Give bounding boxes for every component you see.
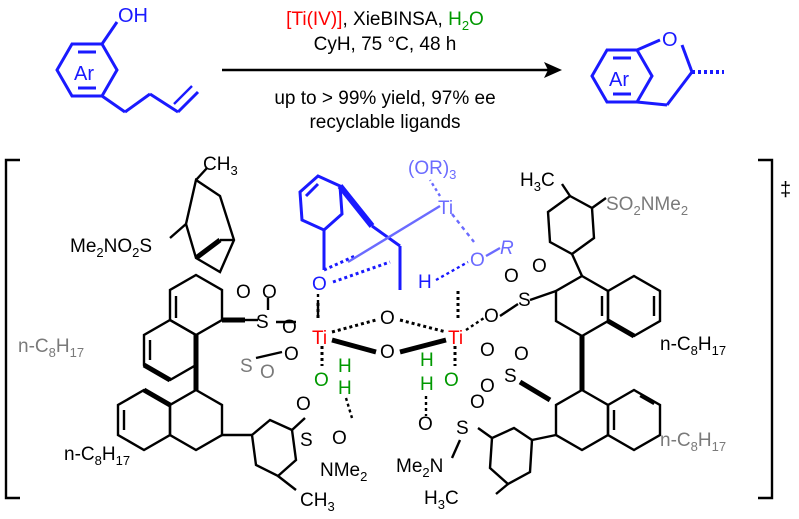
alkoxide-r-bond: [485, 246, 501, 258]
ti-right-center: Ti: [448, 328, 463, 349]
right-o-upper-1: O: [504, 266, 519, 287]
ts-substrate: [298, 174, 402, 290]
right-lower-octyl-label: n-C8H17: [660, 430, 726, 454]
left-lower-o2: O: [332, 428, 347, 449]
ts-substrate-o: O: [312, 274, 327, 295]
ti-alkoxide-label: Ti: [438, 198, 453, 219]
conditions-line-4: recyclable ligands: [309, 112, 460, 133]
right-upper-naphthyl: [529, 274, 662, 390]
left-ch3-label: CH3: [203, 154, 238, 178]
reaction-arrowhead: [544, 62, 562, 78]
ti-core-bonds: [316, 288, 460, 366]
ti-left-center: Ti: [312, 328, 327, 349]
left-upper-naphthyl: [142, 273, 245, 390]
left-me2no2s-label: Me2NO2S: [70, 236, 152, 260]
conditions-line-3: up to > 99% yield, 97% ee: [274, 88, 495, 109]
left-o-ti-1: O: [282, 317, 297, 338]
left-s-lower: S: [240, 356, 253, 377]
right-o-lower-1: O: [480, 376, 495, 397]
left-sulfonate-upper: [245, 298, 296, 324]
right-lower-s-n-bond: [450, 439, 462, 459]
water-left-h2: H: [338, 378, 352, 399]
ti-or-bond: [451, 213, 475, 243]
right-upper-aryl: [546, 183, 607, 277]
product-oxygen-label: O: [662, 29, 678, 51]
ti-or3-bond: [428, 179, 442, 197]
right-s-upper: S: [518, 290, 531, 311]
product-ring-label: Ar: [609, 69, 629, 91]
left-o-ti-2: O: [284, 344, 299, 365]
left-lower-naphthyl: [116, 387, 252, 452]
ts-ti-bond-to-alkene: [347, 204, 441, 264]
right-h3c-label: H3C: [520, 170, 555, 194]
water-right-h2: H: [420, 374, 434, 395]
right-o-ti-2: O: [480, 340, 495, 361]
left-lower-aryl: [250, 417, 306, 491]
right-o-upper-2: O: [532, 256, 547, 277]
substrate-structure: [55, 21, 200, 114]
substrate-oh-label: OH: [118, 5, 148, 27]
ts-h-transfer: H: [418, 272, 432, 293]
left-upper-aryl: [169, 167, 236, 274]
left-lower-o1: O: [296, 394, 311, 415]
left-o-lower-1: O: [260, 362, 275, 383]
right-lower-o2: O: [418, 414, 433, 435]
ligand-label: , XieBINSA,: [342, 9, 448, 30]
water-left-h1: H: [338, 356, 352, 377]
bridging-o-bottom: O: [380, 342, 395, 363]
left-lower-s: S: [300, 430, 313, 451]
right-s-lower: S: [504, 366, 517, 387]
right-lower-s: S: [456, 418, 469, 439]
substrate-ring-label: Ar: [74, 63, 94, 85]
conditions-line-2: CyH, 75 °C, 48 h: [314, 34, 457, 55]
right-ti-o-bond-1: [465, 317, 485, 331]
alkoxide-o: O: [470, 250, 485, 271]
left-lower-octyl-label: n-C8H17: [64, 444, 130, 468]
or3-label: (OR)3: [408, 158, 456, 182]
right-s-aryl-bond: [518, 379, 552, 403]
right-o-lower-2: O: [514, 344, 529, 365]
water-left-hbond: [344, 397, 354, 419]
water-right-h1: H: [420, 350, 434, 371]
product-structure: [590, 38, 724, 107]
right-lower-o1: O: [470, 392, 485, 413]
right-s-o-bond-1: [499, 303, 519, 317]
water-left-o: O: [314, 370, 329, 391]
left-o-upper-1: O: [236, 282, 251, 303]
right-o-ti-1: O: [484, 306, 499, 327]
right-lower-me2n: Me2N: [396, 456, 443, 480]
right-so2nme2-label: SO2NMe2: [606, 194, 688, 218]
left-o-upper-2: O: [262, 282, 277, 303]
ts-right-bracket: [758, 158, 774, 500]
ts-h-o-bond: [435, 260, 469, 282]
bridging-o-top: O: [380, 308, 395, 329]
additive-label: H2O: [448, 9, 484, 33]
ts-dagger: ‡: [780, 179, 791, 201]
alkoxide-r: R: [500, 238, 514, 259]
conditions-line-1: [Ti(IV)], XieBINSA, H2O: [286, 9, 484, 33]
left-upper-octyl-label: n-C8H17: [18, 336, 84, 360]
left-s-upper: S: [256, 312, 269, 333]
ts-left-bracket: [4, 158, 20, 500]
left-lower-nme2: NMe2: [320, 460, 367, 484]
right-lower-h3c: H3C: [424, 488, 459, 512]
water-right-o: O: [444, 370, 459, 391]
right-lower-aryl: [477, 426, 534, 495]
left-lower-ch3: CH3: [300, 490, 335, 514]
left-s-o-bond: [255, 350, 283, 360]
right-lower-naphthyl: [531, 388, 662, 452]
right-upper-octyl-label: n-C8H17: [660, 334, 726, 358]
catalyst-label: [Ti(IV)]: [286, 9, 342, 30]
